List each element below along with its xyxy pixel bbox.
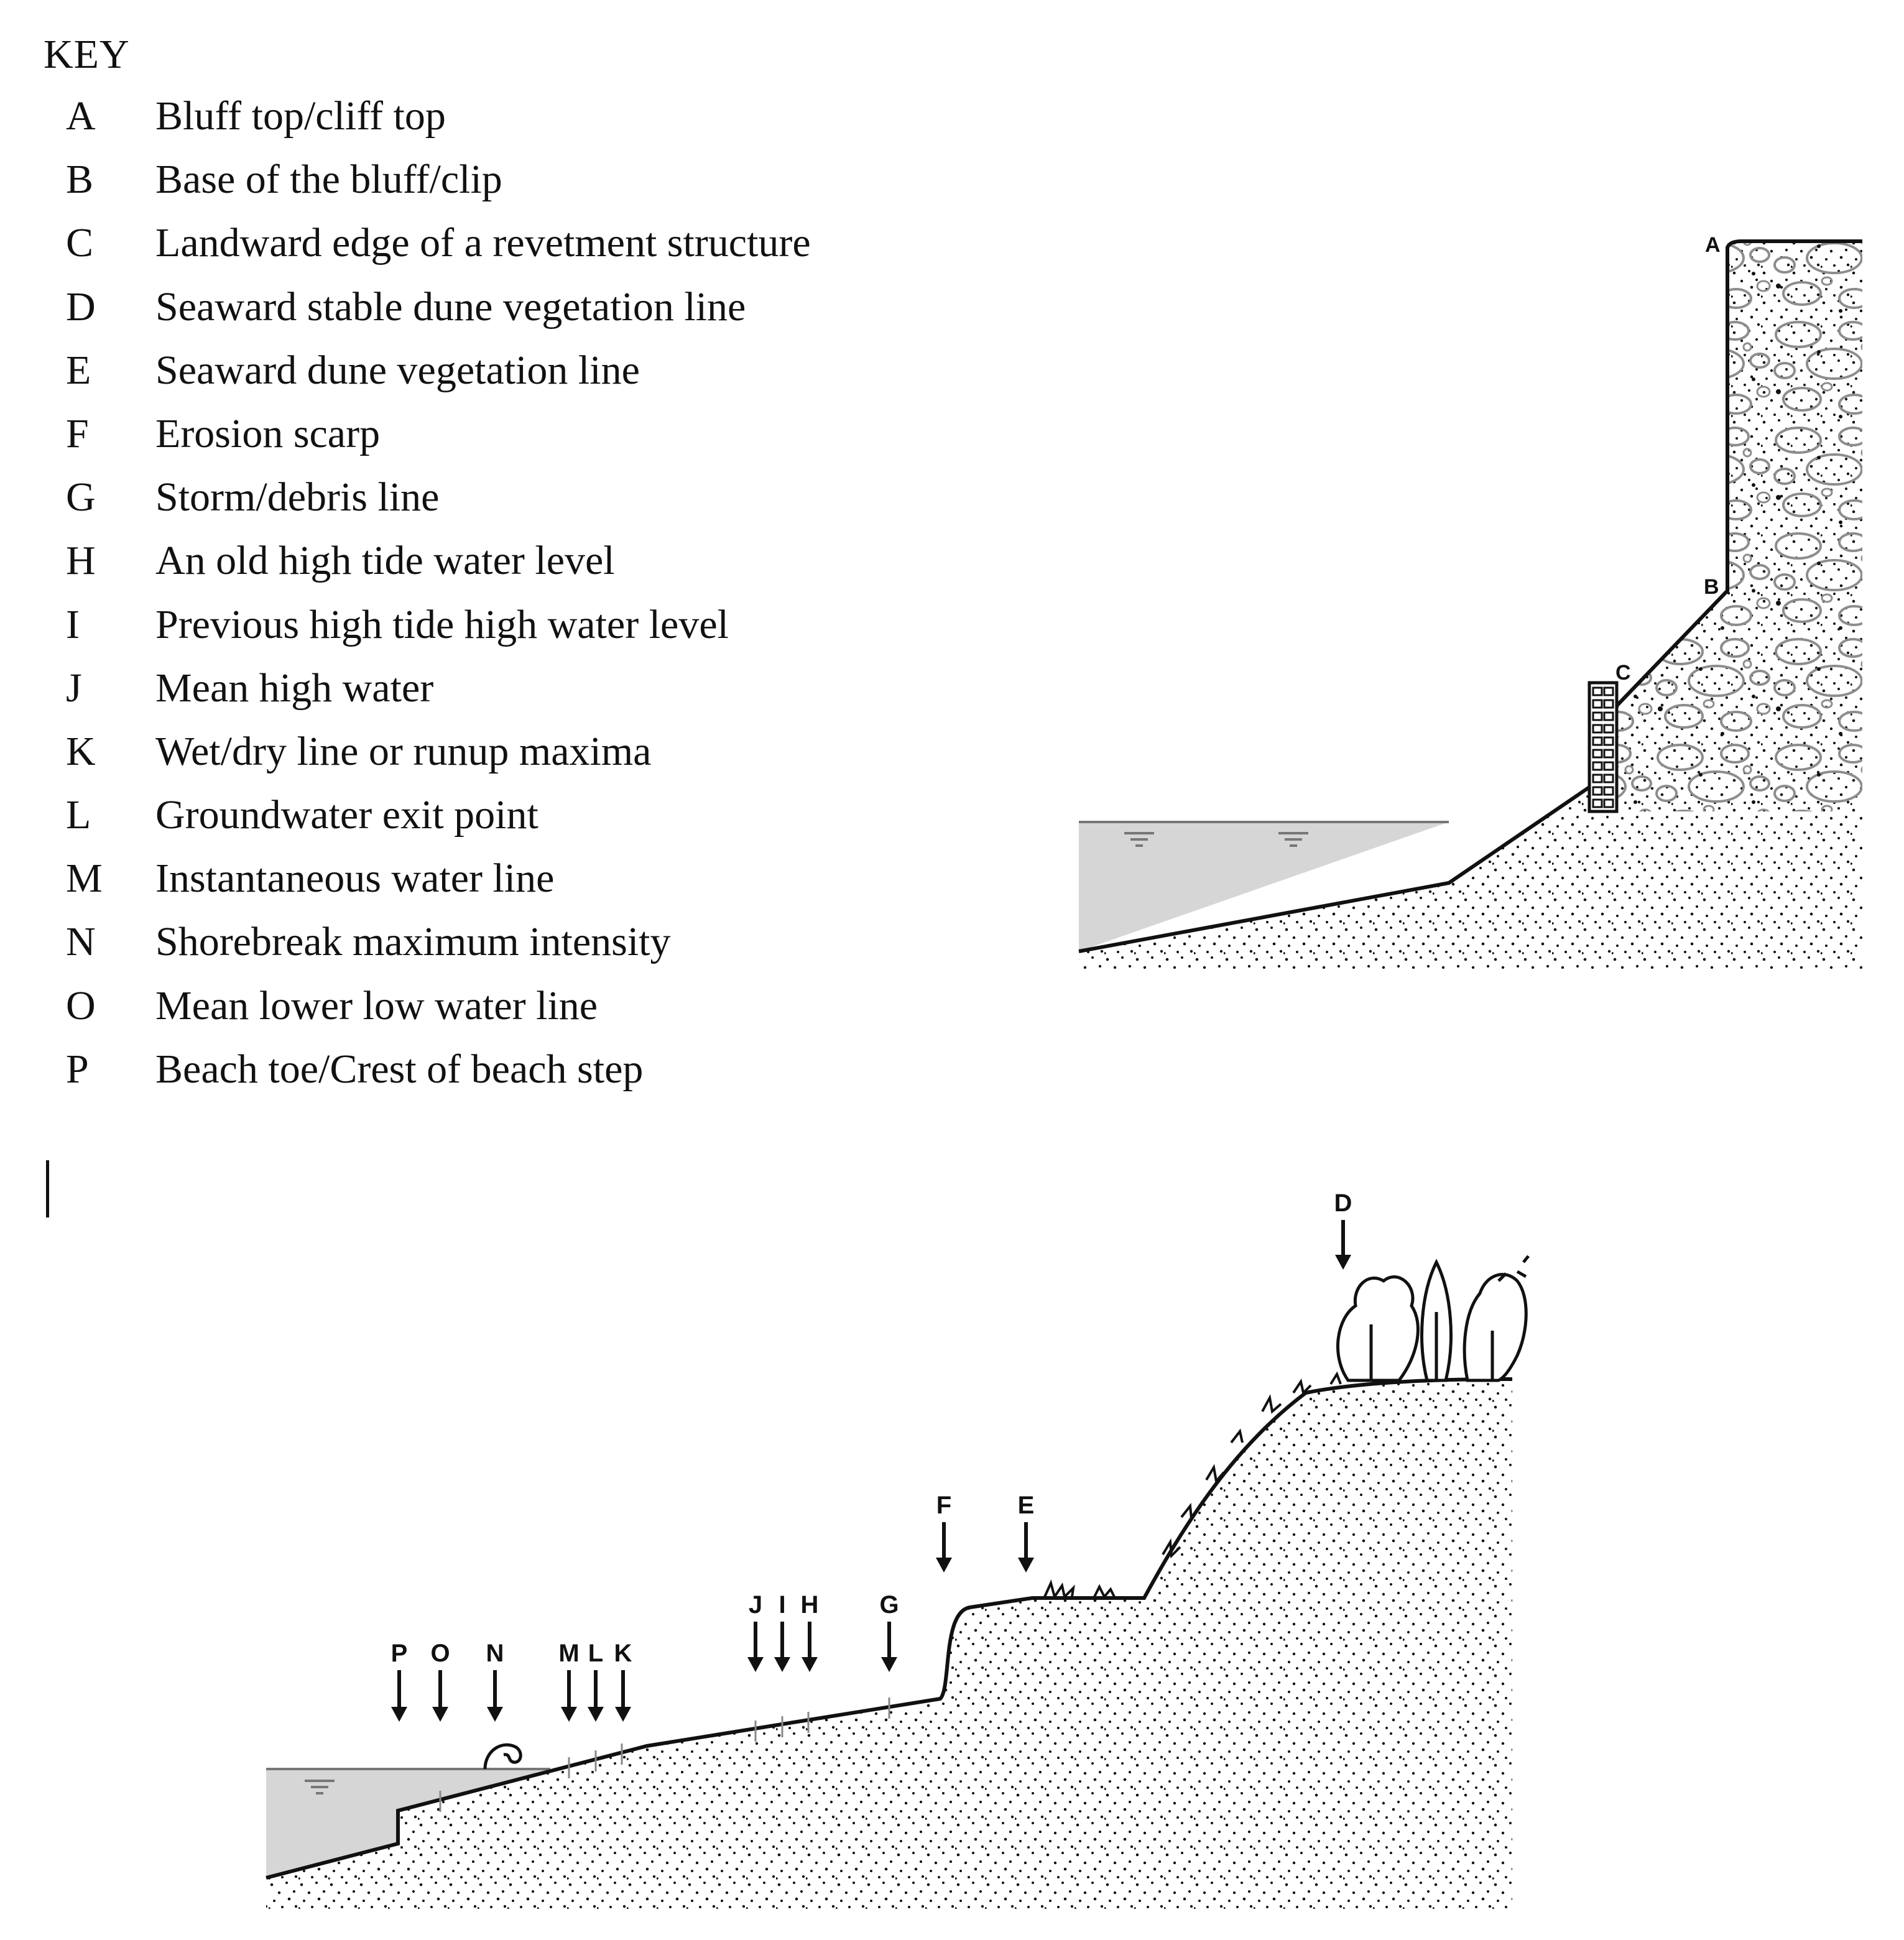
key-letter: L — [66, 792, 91, 838]
key-description: Wet/dry line or runup maxima — [155, 728, 652, 774]
shorebreak-wave-icon — [483, 1743, 522, 1770]
beach-cross-section-diagram — [266, 1255, 1530, 1909]
arrow-down-icon — [1018, 1522, 1034, 1573]
key-row-f: F Erosion scarp — [44, 402, 811, 466]
key-title: KEY — [44, 32, 130, 77]
water-level-symbol — [1124, 832, 1154, 847]
key-letter: E — [66, 347, 91, 393]
beach-sand-body — [266, 1379, 1512, 1909]
key-description: Beach toe/Crest of beach step — [155, 1046, 644, 1092]
key-description: Base of the bluff/clip — [155, 157, 502, 203]
cliff-profile-line — [1078, 239, 1862, 953]
label-h: H — [801, 1591, 819, 1619]
key-description: Bluff top/cliff top — [155, 93, 446, 139]
beach-profile-line — [266, 1377, 1513, 1880]
key-description: Instantaneous water line — [155, 856, 555, 902]
key-row-i: I Previous high tide high water level — [44, 593, 811, 657]
label-l: L — [588, 1640, 603, 1667]
key-description: Erosion scarp — [155, 410, 381, 456]
key-row-a: A Bluff top/cliff top — [44, 85, 811, 148]
key-letter: I — [66, 601, 80, 647]
label-m: M — [558, 1640, 579, 1667]
label-e: E — [1018, 1492, 1035, 1519]
label-a: A — [1705, 233, 1721, 257]
label-f: F — [936, 1492, 951, 1519]
water-body — [1079, 822, 1449, 951]
key-description: Groundwater exit point — [155, 792, 538, 838]
label-b: B — [1704, 575, 1719, 599]
key-description: Seaward dune vegetation line — [155, 347, 640, 393]
key-description: Landward edge of a revetment structure — [155, 220, 811, 266]
arrow-down-icon — [1335, 1220, 1351, 1270]
arrow-down-icon — [802, 1622, 818, 1672]
label-g: G — [879, 1591, 899, 1619]
key-description: An old high tide water level — [155, 538, 615, 584]
arrow-down-icon — [561, 1670, 577, 1722]
key-letter: O — [66, 982, 96, 1028]
key-row-m: M Instantaneous water line — [44, 847, 811, 910]
key-letter: K — [66, 728, 96, 774]
key-row-g: G Storm/debris line — [44, 466, 811, 529]
key-row-p: P Beach toe/Crest of beach step — [44, 1038, 811, 1101]
dune-grass — [1043, 1371, 1342, 1600]
water-level-symbol — [1278, 832, 1308, 847]
key-letter: A — [66, 93, 96, 139]
key-letter: M — [66, 856, 103, 902]
water-level-symbol — [305, 1780, 335, 1794]
beach-labels: D F E G J I H M L K N O P — [391, 1189, 1352, 1722]
key-row-b: B Base of the bluff/clip — [44, 148, 811, 211]
arrow-down-icon — [774, 1622, 790, 1672]
arrow-down-icon — [881, 1622, 897, 1672]
key-row-l: L Groundwater exit point — [44, 783, 811, 847]
label-j: J — [749, 1591, 762, 1619]
arrow-down-icon — [588, 1670, 604, 1722]
key-row-o: O Mean lower low water line — [44, 974, 811, 1038]
key-row-h: H An old high tide water level — [44, 529, 811, 593]
arrow-down-icon — [432, 1670, 448, 1722]
key-letter: G — [66, 474, 96, 520]
label-d: D — [1334, 1189, 1352, 1217]
key-row-n: N Shorebreak maximum intensity — [44, 910, 811, 974]
arrow-down-icon — [391, 1670, 407, 1722]
cliff-cross-section-diagram: A B C — [1078, 233, 1862, 970]
key-list: A Bluff top/cliff top B Base of the bluff/… — [44, 85, 811, 1101]
key-description: Seaward stable dune vegetation line — [155, 284, 746, 330]
label-p: P — [391, 1640, 408, 1667]
key-letter: B — [66, 157, 94, 203]
label-o: O — [430, 1640, 450, 1667]
key-row-k: K Wet/dry line or runup maxima — [44, 720, 811, 783]
bluff-cobble-fill — [1617, 241, 1862, 811]
arrow-down-icon — [487, 1670, 503, 1722]
key-row-c: C Landward edge of a revetment structure — [44, 211, 811, 275]
key-description: Storm/debris line — [155, 474, 440, 520]
key-letter: F — [66, 410, 89, 456]
key-description: Mean high water — [155, 665, 434, 711]
key-legend: KEY A Bluff top/cliff top B Base of the bl… — [44, 25, 811, 1101]
key-description: Previous high tide high water level — [155, 601, 729, 647]
label-c: C — [1615, 661, 1631, 685]
key-letter: C — [66, 220, 94, 266]
key-letter: H — [66, 538, 96, 584]
arrow-down-icon — [615, 1670, 631, 1722]
label-n: N — [486, 1640, 504, 1667]
profile-tick-marks — [439, 1698, 890, 1812]
text-cursor — [46, 1160, 49, 1217]
beach-water-body — [266, 1769, 550, 1878]
label-k: K — [614, 1640, 632, 1667]
dune-shrubs-and-trees — [1336, 1255, 1530, 1382]
arrow-down-icon — [936, 1522, 952, 1573]
revetment-structure — [1587, 681, 1619, 813]
key-letter: N — [66, 919, 96, 965]
key-row-j: J Mean high water — [44, 657, 811, 720]
key-row-d: D Seaward stable dune vegetation line — [44, 275, 811, 339]
label-i: I — [779, 1591, 785, 1619]
key-description: Shorebreak maximum intensity — [155, 919, 671, 965]
key-description: Mean lower low water line — [155, 982, 598, 1028]
key-letter: J — [66, 665, 82, 711]
arrow-down-icon — [747, 1622, 764, 1672]
key-row-e: E Seaward dune vegetation line — [44, 339, 811, 402]
key-letter: D — [66, 284, 96, 330]
key-letter: P — [66, 1046, 89, 1092]
